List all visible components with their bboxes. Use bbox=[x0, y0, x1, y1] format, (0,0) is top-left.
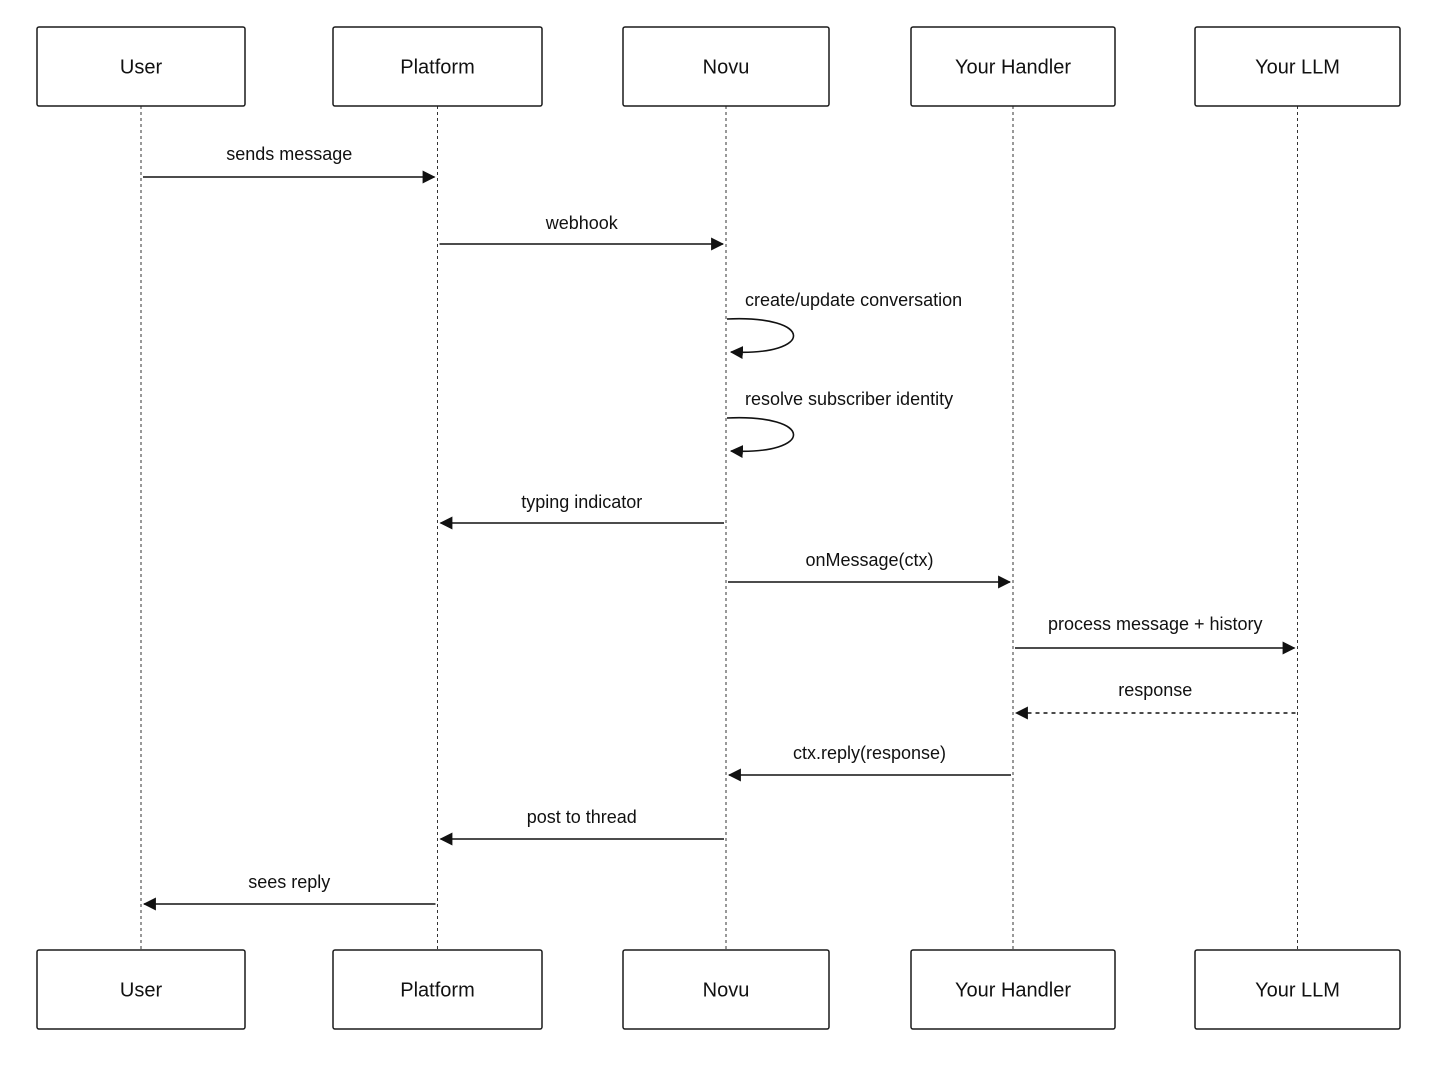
message-label: ctx.reply(response) bbox=[793, 743, 946, 763]
actor-user-top: User bbox=[36, 26, 246, 107]
actor-label: Novu bbox=[703, 57, 750, 79]
actor-llm-bottom: Your LLM bbox=[1194, 949, 1401, 1030]
actor-box bbox=[1194, 26, 1401, 107]
actor-novu-top: Novu bbox=[622, 26, 830, 107]
actor-label: Your LLM bbox=[1255, 980, 1340, 1002]
message-label: onMessage(ctx) bbox=[805, 550, 933, 570]
messages: sends message webhook create/update conver… bbox=[142, 144, 1296, 911]
message-1: sends message bbox=[143, 144, 436, 184]
message-11: sees reply bbox=[142, 872, 436, 911]
message-10: post to thread bbox=[439, 807, 724, 846]
actor-label: Your LLM bbox=[1255, 57, 1340, 79]
actor-box bbox=[332, 949, 543, 1030]
message-label: create/update conversation bbox=[745, 290, 962, 310]
actor-handler-bottom: Your Handler bbox=[910, 949, 1116, 1030]
message-label: sees reply bbox=[248, 872, 330, 892]
message-2: webhook bbox=[439, 213, 725, 251]
message-8: response bbox=[1014, 680, 1296, 720]
actor-platform-bottom: Platform bbox=[332, 949, 543, 1030]
actor-label: User bbox=[120, 57, 163, 79]
actor-box bbox=[332, 26, 543, 107]
message-4: resolve subscriber identity bbox=[726, 389, 953, 459]
message-6: onMessage(ctx) bbox=[728, 550, 1012, 589]
actors-top: User Platform Novu Your Handler Your LLM bbox=[36, 26, 1401, 107]
actor-user-bottom: User bbox=[36, 949, 246, 1030]
self-message-arrow bbox=[726, 317, 795, 360]
actors-bottom: User Platform Novu Your Handler Your LLM bbox=[36, 949, 1401, 1030]
actor-llm-top: Your LLM bbox=[1194, 26, 1401, 107]
actor-platform-top: Platform bbox=[332, 26, 543, 107]
actor-box bbox=[36, 26, 246, 107]
actor-box bbox=[622, 26, 830, 107]
actor-box bbox=[622, 949, 830, 1030]
actor-label: Your Handler bbox=[955, 980, 1071, 1002]
message-3: create/update conversation bbox=[726, 290, 962, 360]
actor-label: Platform bbox=[400, 57, 474, 79]
actor-label: User bbox=[120, 980, 163, 1002]
message-label: response bbox=[1118, 680, 1192, 700]
message-label: process message + history bbox=[1048, 614, 1263, 634]
message-5: typing indicator bbox=[439, 492, 724, 530]
message-9: ctx.reply(response) bbox=[727, 743, 1011, 782]
actor-handler-top: Your Handler bbox=[910, 26, 1116, 107]
actor-box bbox=[36, 949, 246, 1030]
message-7: process message + history bbox=[1015, 614, 1296, 655]
message-label: typing indicator bbox=[521, 492, 642, 512]
actor-novu-bottom: Novu bbox=[622, 949, 830, 1030]
actor-box bbox=[910, 26, 1116, 107]
actor-box bbox=[1194, 949, 1401, 1030]
lifelines bbox=[140, 106, 1298, 950]
message-label: webhook bbox=[545, 213, 619, 233]
message-label: sends message bbox=[226, 144, 352, 164]
actor-label: Your Handler bbox=[955, 57, 1071, 79]
actor-label: Platform bbox=[400, 980, 474, 1002]
message-label: post to thread bbox=[527, 807, 637, 827]
actor-label: Novu bbox=[703, 980, 750, 1002]
self-message-arrow bbox=[726, 416, 795, 459]
message-label: resolve subscriber identity bbox=[745, 389, 953, 409]
actor-box bbox=[910, 949, 1116, 1030]
